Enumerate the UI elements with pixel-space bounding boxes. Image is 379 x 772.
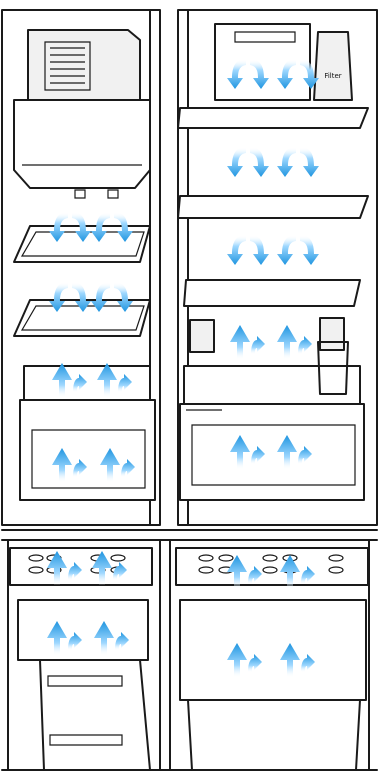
filter-label: Filter bbox=[324, 72, 341, 80]
airflow-arrow-icon bbox=[230, 325, 265, 359]
right-freezer-basket bbox=[176, 548, 368, 770]
airflow-arrow-icon bbox=[277, 148, 319, 177]
vents bbox=[190, 318, 344, 352]
left-crisper-drawer bbox=[20, 366, 155, 500]
right-shelf-3 bbox=[184, 280, 360, 306]
right-shelf-2 bbox=[178, 196, 368, 218]
left-freezer-basket bbox=[10, 548, 152, 770]
airflow-arrow-icon bbox=[277, 236, 319, 265]
airflow-arrow-icon bbox=[277, 325, 312, 359]
filter-housing: Filter bbox=[215, 24, 352, 100]
airflow-arrow-icon bbox=[227, 148, 269, 177]
airflow-arrow-icon bbox=[227, 236, 269, 265]
right-drawer-top bbox=[184, 366, 360, 404]
ice-maker bbox=[14, 30, 150, 198]
right-shelf-1 bbox=[178, 108, 368, 128]
right-crisper-drawer bbox=[180, 404, 364, 500]
